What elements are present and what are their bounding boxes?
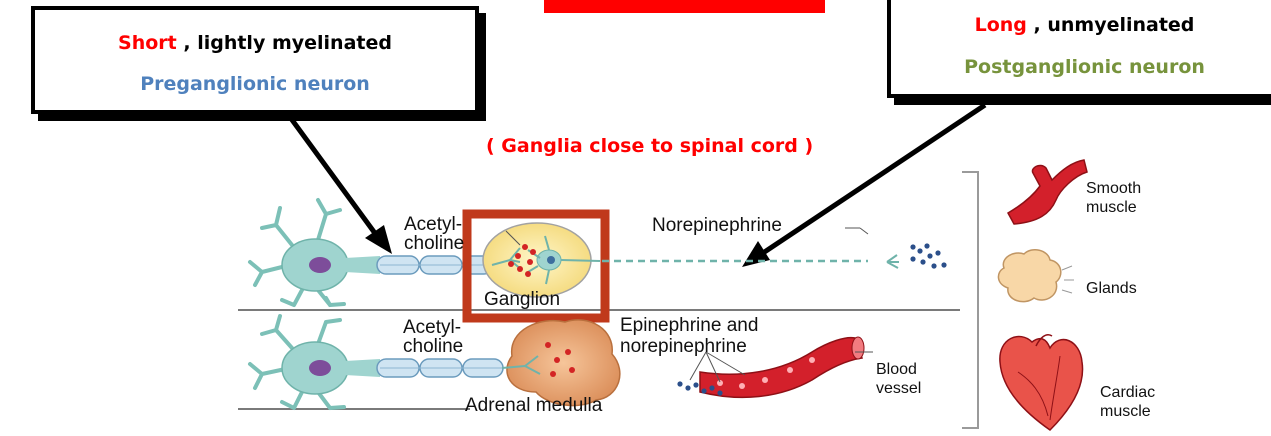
preganglionic-cell-body-bottom xyxy=(250,316,380,408)
norepinephrine-label: Norepinephrine xyxy=(652,215,782,236)
myelin-sheath-bottom xyxy=(377,359,503,377)
heart-icon xyxy=(1000,335,1083,430)
glands-icon xyxy=(998,250,1074,302)
ganglion xyxy=(483,223,600,297)
acetylcholine-label-bottom-1: Acetyl- xyxy=(403,317,461,338)
epinephrine-label-2: norepinephrine xyxy=(620,336,747,357)
pointer-arrow-right xyxy=(742,105,985,267)
blood-vessel-label-1: Blood xyxy=(876,361,917,378)
adrenal-medulla xyxy=(502,320,620,406)
ganglion-label: Ganglion xyxy=(484,289,560,310)
glands-label: Glands xyxy=(1086,280,1137,297)
cardiac-muscle-label-2: muscle xyxy=(1100,403,1151,420)
smooth-muscle-label-2: muscle xyxy=(1086,199,1137,216)
acetylcholine-label-top-2: choline xyxy=(404,233,464,254)
myelin-sheath-top xyxy=(377,256,493,274)
pointer-arrow-left xyxy=(287,113,392,254)
acetylcholine-label-bottom-2: choline xyxy=(403,336,463,357)
smooth-muscle-icon xyxy=(1008,160,1087,224)
acetylcholine-label-top-1: Acetyl- xyxy=(404,214,462,235)
axon-terminal-top xyxy=(887,255,899,268)
blood-vessel-label-2: vessel xyxy=(876,380,921,397)
cardiac-muscle-label-1: Cardiac xyxy=(1100,384,1155,401)
smooth-muscle-label-1: Smooth xyxy=(1086,180,1141,197)
epinephrine-label-1: Epinephrine and xyxy=(620,315,758,336)
norepinephrine-molecules xyxy=(910,243,946,268)
adrenal-medulla-label: Adrenal medulla xyxy=(465,395,603,416)
target-organs-bracket xyxy=(962,172,978,428)
